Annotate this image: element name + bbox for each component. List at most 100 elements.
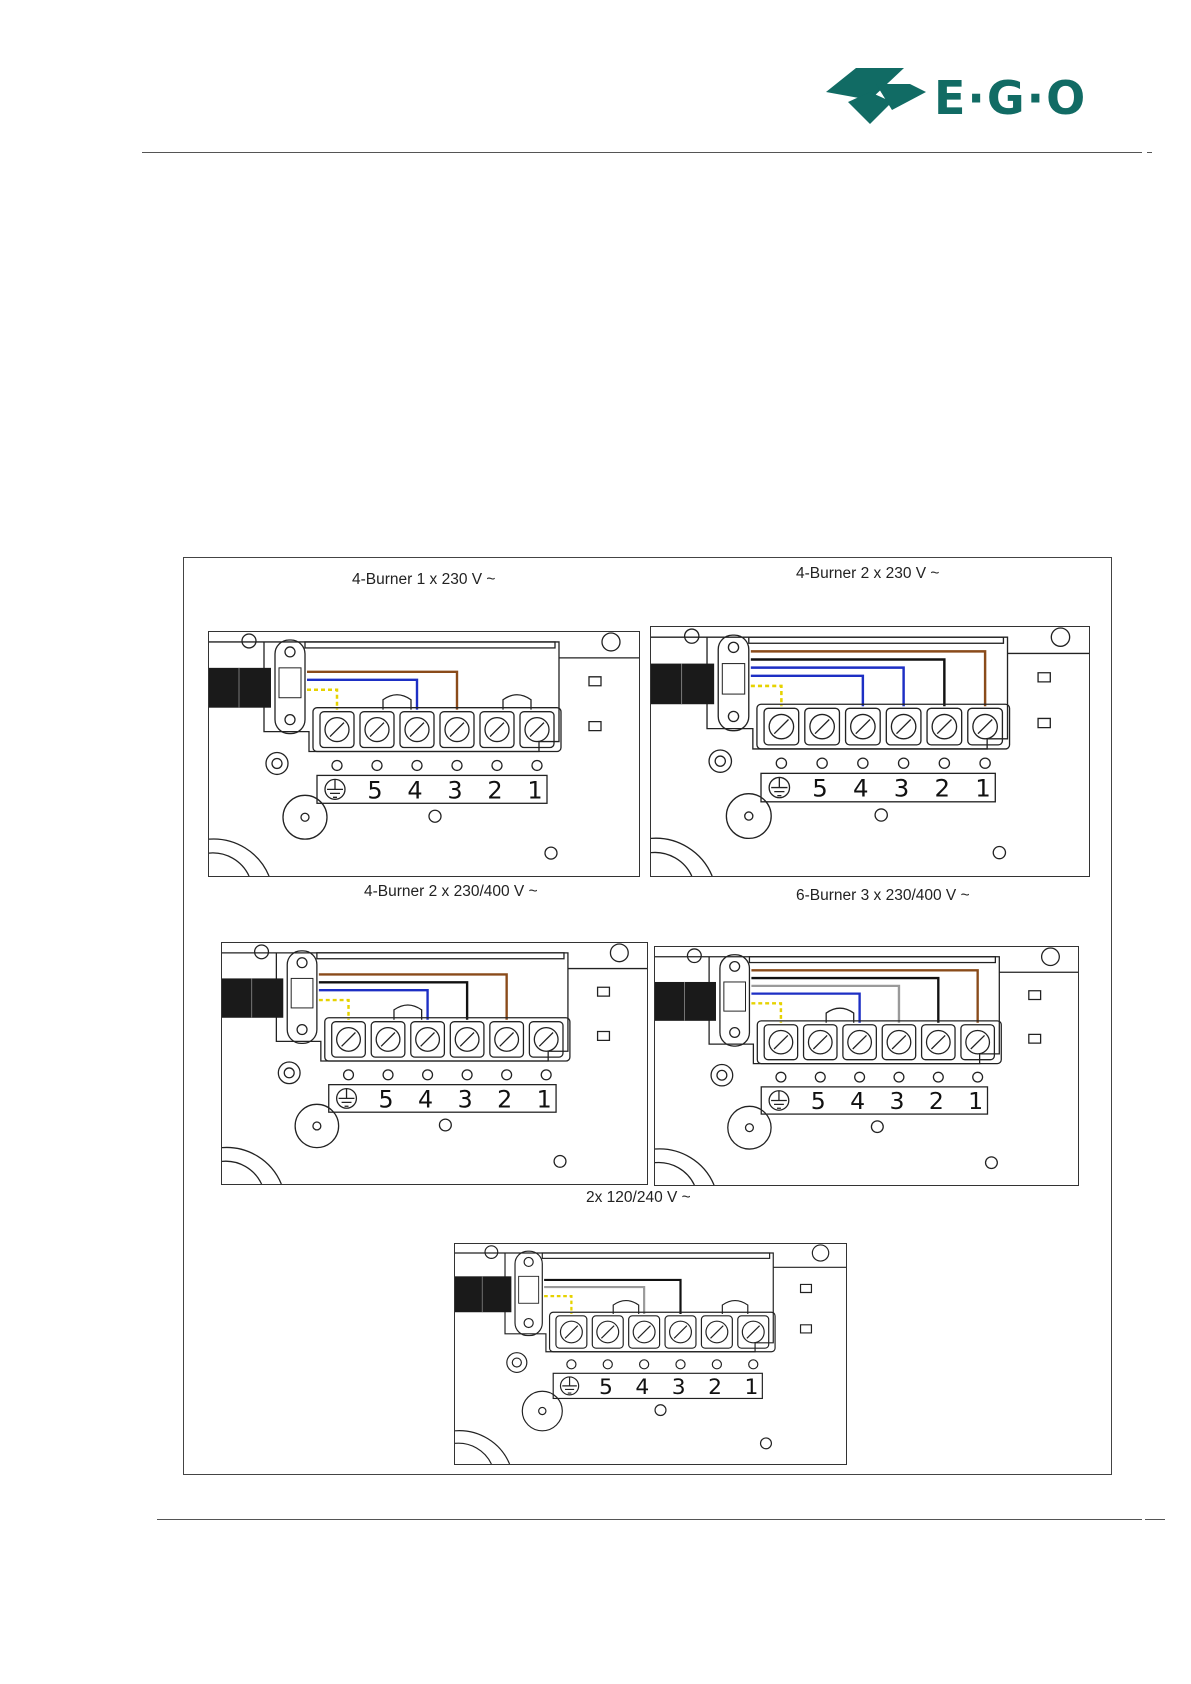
mounting-ring [512,1358,521,1367]
footer-rule-tick [1145,1519,1165,1520]
mounting-hole [610,944,628,962]
terminal-block [757,704,1010,749]
panel-caption: 2x 120/240 V ~ [586,1189,691,1207]
terminal-number: 4 [635,1375,649,1400]
screw-slot [421,1033,435,1047]
screw-slot [815,719,829,733]
label-hole [541,1070,551,1080]
earth-wire [544,1296,571,1314]
clamp-label [279,668,301,698]
label-hole [712,1360,721,1369]
label-hole [939,758,949,768]
cable [651,664,714,705]
label-hole [776,758,786,768]
terminal-number: 5 [812,774,828,803]
label-strip [553,1373,762,1398]
terminal-number: 5 [379,1085,394,1113]
label-hole [817,758,827,768]
terminal-number: 2 [487,776,502,804]
terminal-number: 3 [447,776,462,804]
screw-slot [500,1033,514,1047]
clamp-label [291,978,313,1008]
screw-slot [601,1326,614,1339]
side-clip [1038,673,1050,728]
mounting-ring [709,750,731,772]
terminal-block-illustration: 54321 [222,943,647,1184]
side-clip [589,677,601,731]
earth-icon [339,1089,355,1107]
earth-icon [562,1377,577,1393]
housing-outline [222,953,647,1061]
terminal-number: 4 [850,1087,865,1115]
clamp-screw [297,958,307,968]
screw-slot [747,1326,760,1339]
label-hole [492,760,502,770]
terminal-number: 2 [708,1375,722,1400]
terminal-block [313,708,561,752]
side-clip [1029,991,1041,1043]
terminal-block [757,1021,1001,1064]
label-hole [532,760,542,770]
screw-slot [856,719,870,733]
mounting-ring [507,1353,527,1373]
mounting-hole [602,633,620,651]
label-hole [640,1360,649,1369]
side-clip [801,1284,812,1332]
mounting-ring [717,1070,727,1080]
clamp-screw [524,1257,533,1266]
label-hole [567,1360,576,1369]
terminal-number: 1 [744,1375,758,1400]
screw-hole [655,1405,666,1416]
earth-icon [771,777,787,795]
label-hole [462,1070,472,1080]
terminal-number: 2 [497,1085,512,1113]
screw-hole [986,1157,998,1169]
side-clip [598,987,610,1040]
screw-slot [370,723,384,737]
terminal-block-illustration: 54321 [455,1244,846,1464]
round-grommet [295,1104,338,1147]
label-hole [344,1070,354,1080]
screw-hole [554,1155,566,1167]
screw-slot [853,1035,867,1049]
screw-slot [638,1326,651,1339]
label-hole [502,1070,512,1080]
label-hole [815,1072,825,1082]
label-strip [761,773,995,801]
screw-slot [342,1033,356,1047]
screw-hole [761,1438,772,1449]
label-hole [383,1070,393,1080]
screw-slot [410,723,424,737]
terminal-number: 3 [894,774,910,803]
terminal-block [550,1312,776,1352]
terminal-number: 3 [458,1085,473,1113]
round-grommet [301,813,309,821]
mounting-hole [485,1246,498,1259]
clamp-screw [524,1319,533,1328]
screw-hole [439,1119,451,1131]
round-grommet [313,1122,321,1130]
mounting-hole [687,949,701,963]
cooling-grille [655,1162,694,1185]
round-grommet [283,795,327,839]
screw-slot [539,1033,553,1047]
cooling-grille [209,839,269,876]
screw-slot [774,1035,788,1049]
housing-rail [317,953,564,959]
cable [455,1276,511,1312]
terminal-block [325,1018,570,1061]
housing-outline [455,1253,846,1352]
label-hole [973,1072,983,1082]
label-hole [332,760,342,770]
round-grommet [522,1391,562,1431]
terminal-block-illustration: 54321 [655,947,1078,1185]
cooling-grille [209,853,249,876]
earth-icon [771,1091,787,1108]
terminal-number: 4 [853,774,869,803]
mounting-ring [278,1062,300,1084]
label-hole [855,1072,865,1082]
terminal-number: 3 [889,1087,904,1115]
screw-slot [711,1326,724,1339]
